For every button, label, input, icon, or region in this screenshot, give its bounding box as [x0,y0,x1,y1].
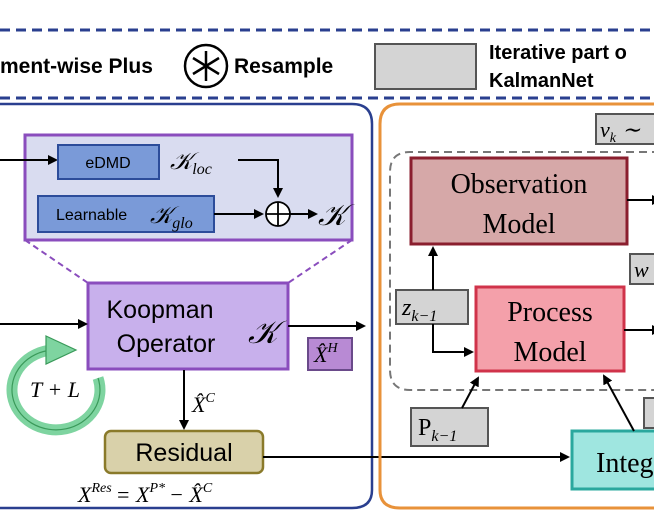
legend-iterative-line2: KalmanNet [489,70,594,92]
observation-line1: Observation [451,169,588,200]
koopman-operator-box [86,281,290,371]
loop-arrow-icon [6,335,106,436]
edmd-box [57,144,160,180]
p-label: Pk−1 [418,415,457,445]
p-to-process-arrow [461,376,479,409]
operator-line1: Koopman [106,296,213,324]
process-line1: Process [507,297,593,328]
legend-elementwise-plus: ment-wise Plus [0,55,153,78]
xh-label: X̂H [313,341,338,367]
right-panel-border [378,102,654,510]
vk-box [595,113,654,145]
z-label: zk−1 [401,295,437,325]
elementwise-plus-icon [265,201,291,227]
residual-label: Residual [135,439,232,467]
z-box [395,289,469,325]
resample-icon [183,43,229,89]
observation-model-box [409,156,629,246]
legend-resample: Resample [234,55,333,78]
left-panel-border [0,102,374,510]
k-loc-to-plus-arrow [238,159,283,198]
edmd-label: eDMD [85,155,130,172]
residual-formula: XRes= XP*− X̂C [77,481,213,507]
integ-to-process-arrow [603,374,635,432]
operator-line2: Operator [117,330,216,358]
xc-label: X̂C [191,391,215,417]
dashed-connector-left [24,239,89,284]
legend-iterative-swatch [374,43,477,90]
xh-box [307,337,353,371]
process-line2: Model [513,337,586,368]
legend-iterative-line1: Iterative part o [489,42,627,64]
w-box [629,253,654,285]
residual-box [103,429,265,475]
learnable-label: Learnable [56,207,127,224]
right-edge-gray-box [643,397,654,429]
learnable-box [37,195,215,233]
w-label: w [634,257,649,282]
iterative-region-border [389,151,654,391]
integ-box [570,429,654,491]
dashed-connector-right [287,239,353,284]
p-box [410,407,489,447]
vk-label: vk∼ [600,117,641,146]
loop-label: T + L [30,377,80,402]
observation-line2: Model [482,209,555,240]
z-to-process-arrow [432,324,474,357]
integ-label: Integ [596,448,654,479]
